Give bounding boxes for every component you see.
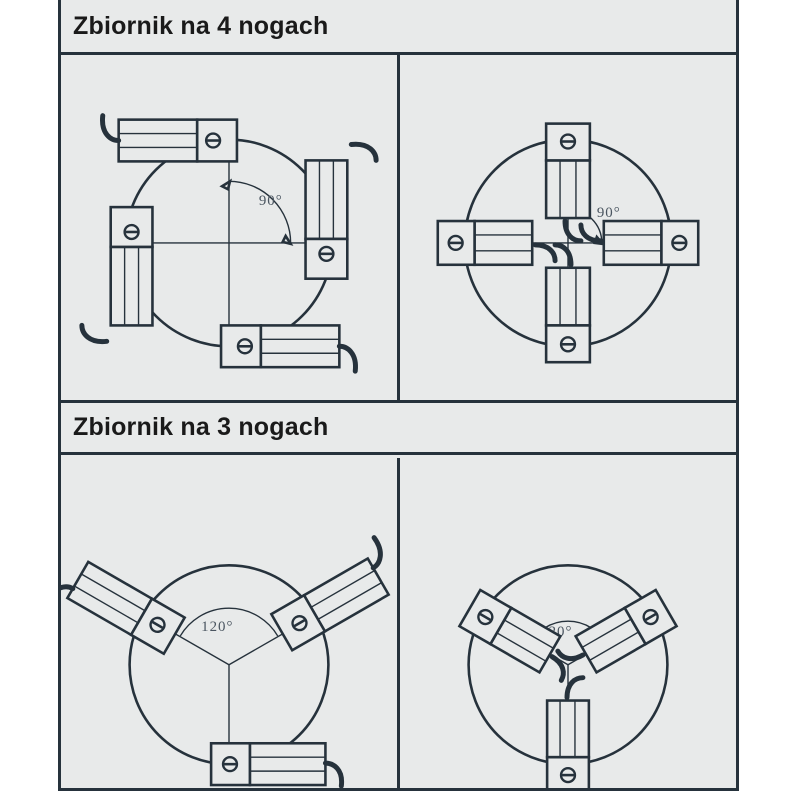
leg-right-foot-plate [304, 237, 349, 280]
section-header-4-legs: Zbiornik na 4 nogach [61, 0, 736, 55]
leg-bottom [545, 675, 591, 788]
leg-upper-right-hook [555, 648, 586, 662]
leg-left-body [109, 245, 154, 327]
leg-top-body [117, 118, 199, 163]
section-title-3-legs: Zbiornik na 3 nogach [73, 413, 329, 441]
leg-left [436, 219, 558, 267]
leg-bottom-hook [552, 242, 574, 268]
leg-bottom [544, 242, 592, 364]
leg-bottom-hook [322, 760, 345, 788]
leg-left-body [473, 219, 534, 267]
section-header-3-legs: Zbiornik na 3 nogach [61, 400, 736, 455]
leg-top [544, 122, 592, 244]
leg-right-body [304, 159, 349, 241]
angle-label-90: 90° [259, 193, 283, 209]
leg-upper-right-rib-1 [310, 569, 376, 608]
leg-upper-left-hook [549, 654, 566, 683]
leg-bottom-foot-plate [544, 324, 592, 364]
leg-upper-left-hook [61, 584, 76, 606]
leg-upper-right-rib-1 [581, 618, 632, 649]
leg-upper-right-rib-2 [589, 631, 639, 661]
leg-top-body [544, 159, 592, 220]
schematic-3-legs-radial: 120° [457, 564, 679, 788]
diagram-row-3-legs: 120° [61, 458, 736, 788]
leg-bottom-hook [336, 343, 358, 374]
leg-right [578, 219, 700, 267]
leg-left-hook [532, 242, 558, 264]
leg-top-hook [562, 218, 584, 244]
leg-upper-left-rib-1 [496, 632, 547, 662]
angle-arc [228, 180, 292, 243]
diagram-row-4-legs: 90° [61, 55, 736, 400]
leg-bottom-body [248, 741, 327, 787]
angle-arrow-end [280, 233, 294, 246]
diagram-cell-3-legs-tangential: 120° [61, 458, 400, 788]
leg-right [304, 141, 379, 280]
leg-upper-right [269, 535, 391, 653]
leg-upper-left [61, 560, 187, 656]
leg-bottom [209, 741, 345, 788]
leg-upper-left-rib-1 [73, 585, 139, 624]
leg-upper-right [555, 588, 679, 675]
angle-arrow-start [219, 178, 233, 192]
spec-table: Zbiornik na 4 nogach 90° [58, 0, 739, 791]
leg-upper-right-bolt-slot [644, 612, 657, 622]
leg-left-hook [79, 322, 110, 345]
leg-upper-left-bolt-slot [479, 612, 492, 622]
leg-left [79, 205, 154, 345]
diagram-cell-3-legs-radial: 120° [400, 458, 736, 788]
diagram-cell-4-legs-tangential: 90° [61, 55, 400, 400]
leg-upper-left [457, 588, 566, 683]
leg-upper-left-bolt-slot [151, 620, 164, 629]
leg-upper-right-rib-2 [317, 581, 383, 620]
schematic-4-legs-tangential: 90° [79, 113, 379, 374]
leg-right-hook [348, 141, 379, 163]
leg-top [100, 113, 239, 163]
leg-bottom [219, 324, 358, 374]
leg-bottom-hook [564, 675, 586, 701]
angle-label-90: 90° [597, 205, 621, 221]
leg-upper-left-rib-2 [503, 619, 554, 649]
leg-bottom-body [545, 699, 591, 759]
leg-top-hook [100, 113, 122, 144]
leg-right-hook [578, 222, 604, 244]
angle-arc [179, 607, 279, 637]
angle-label-120: 120° [201, 619, 233, 635]
diagram-cell-4-legs-radial: 90° [400, 55, 736, 400]
schematic-3-legs-tangential: 120° [61, 535, 391, 788]
leg-upper-left-rib-2 [80, 573, 146, 612]
leg-right-body [602, 219, 663, 267]
leg-upper-right-hook [370, 535, 383, 571]
section-title-4-legs: Zbiornik na 4 nogach [73, 11, 329, 40]
leg-upper-right-bolt-slot [293, 619, 306, 628]
leg-bottom-body [544, 266, 592, 327]
leg-bottom-body [259, 324, 341, 369]
schematic-4-legs-radial: 90° [436, 122, 700, 364]
